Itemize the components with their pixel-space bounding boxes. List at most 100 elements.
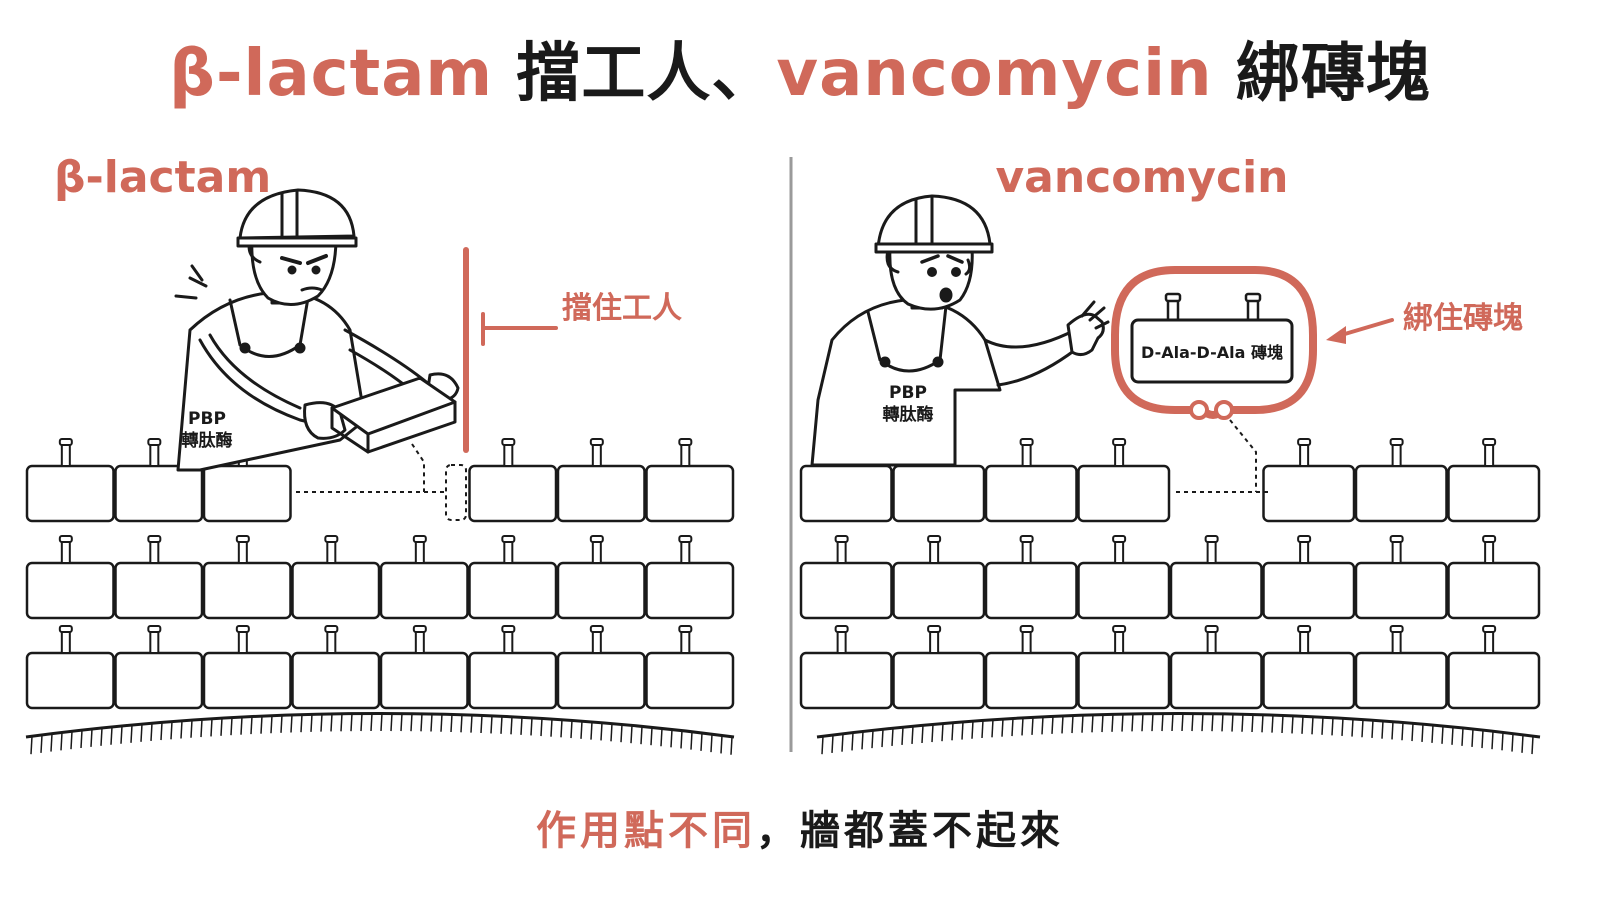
peptide-peg [1389,438,1404,467]
title-block-worker: 擋工人、 [516,37,777,111]
left-brick-wall [25,438,735,710]
wall-brick [114,561,204,620]
loop-knot-right [1214,400,1234,420]
wall-brick [1354,651,1448,710]
right-brick-wall [799,438,1541,710]
wall-brick [556,464,646,523]
peptide-peg [1112,438,1127,467]
wall-brick [892,464,986,523]
right-ground [816,712,1541,755]
wall-brick [468,464,558,523]
peptide-peg [678,535,693,564]
peptide-peg [58,438,73,467]
footer-caption: 作用點不同，牆都蓋不起來 [0,798,1600,856]
wall-brick [25,464,115,523]
left-worker-label-pbp: PBP [188,409,226,429]
peptide-peg [834,535,849,564]
left-worker [174,188,460,472]
wall-brick [291,561,381,620]
peptide-peg [235,535,250,564]
peptide-peg [1297,438,1312,467]
peptide-peg [589,625,604,654]
peptide-peg [589,438,604,467]
bound-brick [1130,292,1294,384]
wall-brick [202,464,292,523]
wall-brick [1354,464,1448,523]
wall-brick [1169,651,1263,710]
wall-brick [379,561,469,620]
title-bind-brick: 綁磚塊 [1235,37,1431,111]
bind-callout-arrowhead [1326,326,1346,344]
wall-brick [984,561,1078,620]
wall-brick [468,651,558,710]
right-callout: 綁住磚塊 [1403,301,1523,336]
peptide-peg [589,535,604,564]
bound-brick-label: D-Ala-D-Ala 磚塊 [1141,343,1283,362]
peptide-peg [1297,535,1312,564]
wall-brick [1447,651,1541,710]
right-worker-label-pbp: PBP [889,383,927,403]
wall-brick [114,464,204,523]
left-drop-dotted-line [411,443,425,492]
right-worker [810,194,1110,467]
peptide-peg [1019,438,1034,467]
wall-brick [1262,464,1356,523]
peptide-peg [1389,625,1404,654]
wall-brick [645,561,735,620]
wall-brick [645,464,735,523]
peptide-peg [147,625,162,654]
wall-brick [25,561,115,620]
peptide-peg [147,535,162,564]
loop-knot-left [1189,400,1209,420]
peptide-peg [1389,535,1404,564]
footer-wall-fails: ，牆都蓋不起來 [756,808,1064,854]
peptide-peg [678,625,693,654]
peptide-peg [412,535,427,564]
wall-brick [291,651,381,710]
wall-brick [892,561,986,620]
peptide-peg [324,625,339,654]
wall-brick [1262,651,1356,710]
peptide-peg [412,625,427,654]
peptide-peg [1204,625,1219,654]
peptide-peg [927,625,942,654]
vancomycin-binding-loop [1111,266,1317,419]
right-worker-label-enzyme: 轉肽酶 [883,404,934,425]
peptide-peg [501,438,516,467]
wall-brick [1077,561,1171,620]
wall-brick [468,561,558,620]
wall-brick [114,651,204,710]
left-missing-brick-outline [445,464,467,521]
peptide-peg [1482,438,1497,467]
wall-brick [1077,464,1171,523]
peptide-peg [834,625,849,654]
wall-brick [25,651,115,710]
wall-brick [1169,561,1263,620]
wall-brick [202,651,292,710]
peptide-peg [324,535,339,564]
wall-brick [984,651,1078,710]
left-worker-label-enzyme: 轉肽酶 [182,430,233,451]
wall-brick [799,561,893,620]
bind-callout-line [1336,318,1394,338]
left-heading: β-lactam [54,152,271,203]
wall-brick [1447,464,1541,523]
wall-brick [984,464,1078,523]
peptide-peg [1112,535,1127,564]
right-drop-dotted-line [1229,419,1257,492]
page-title: β-lactam 擋工人、vancomycin 綁磚塊 [0,22,1600,114]
wall-brick [799,651,893,710]
wall-brick [556,651,646,710]
peptide-peg [501,535,516,564]
footer-different-sites: 作用點不同 [536,808,756,854]
peptide-peg [147,438,162,467]
peptide-peg [1019,625,1034,654]
peptide-peg [58,535,73,564]
peptide-peg [1112,625,1127,654]
wall-brick [202,561,292,620]
wall-brick [1077,651,1171,710]
wall-brick [892,651,986,710]
left-callout: 擋住工人 [562,291,682,326]
peptide-peg [678,438,693,467]
